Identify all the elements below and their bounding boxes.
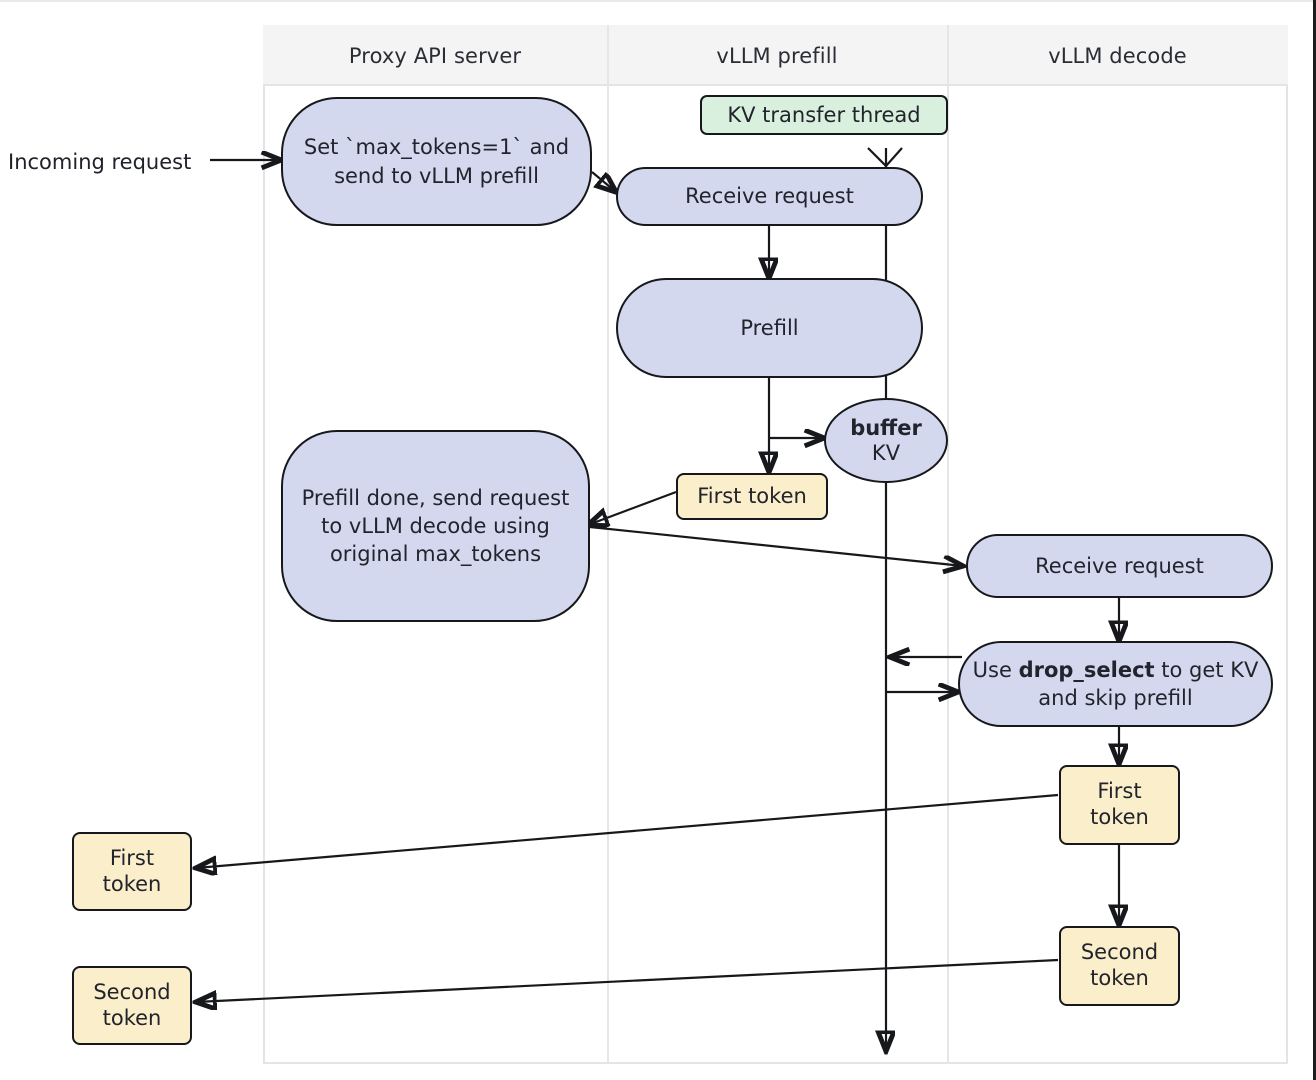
note-kv-transfer-thread: KV transfer thread [700,95,948,135]
node-prefill-receive-request[interactable]: Receive request [616,167,923,226]
node-prefill-done-send-to-decode[interactable]: Prefill done, send request to vLLM decod… [281,430,590,622]
node-output-first-token-line2: token [102,871,162,896]
drop-select-suffix: to get KV and skip prefill [1038,657,1259,710]
node-set-max-tokens[interactable]: Set `max_tokens=1` and send to vLLM pref… [281,97,592,226]
node-decode-first-token-line2: token [1090,805,1149,829]
lane-divider-2 [947,25,949,1064]
node-prefill-done-label: Prefill done, send request to vLLM decod… [301,485,570,567]
incoming-request-label: Incoming request [8,150,192,174]
node-decode-drop-select-label: Use drop_select to get KV and skip prefi… [960,656,1271,712]
drop-select-keyword: drop_select [1018,657,1155,682]
page-top-edge [0,0,1316,2]
lane-title-vllm-prefill: vLLM prefill [716,44,838,68]
node-decode-second-token-line2: token [1090,966,1149,990]
node-prefill[interactable]: Prefill [616,278,923,378]
note-kv-transfer-thread-label: KV transfer thread [727,102,921,127]
node-decode-second-token[interactable]: Second token [1059,926,1180,1006]
lane-divider-1 [607,25,609,1064]
node-decode-receive-request[interactable]: Receive request [966,534,1273,598]
node-output-second-token[interactable]: Second token [72,966,192,1045]
node-buffer-kv[interactable]: buffer KV [824,398,948,483]
node-buffer-kv-subtitle: KV [871,440,901,465]
node-prefill-receive-request-label: Receive request [685,184,854,209]
node-buffer-kv-title: buffer [850,416,922,441]
node-output-first-token[interactable]: First token [72,832,192,911]
drop-select-prefix: Use [972,657,1019,682]
node-decode-drop-select[interactable]: Use drop_select to get KV and skip prefi… [958,641,1273,727]
node-decode-first-token[interactable]: First token [1059,765,1180,845]
lane-title-proxy-api-server: Proxy API server [348,44,522,68]
node-prefill-first-token-label: First token [697,484,807,509]
node-decode-receive-request-label: Receive request [1035,553,1204,578]
node-set-max-tokens-label: Set `max_tokens=1` and send to vLLM pref… [303,135,570,188]
node-output-second-token-line1: Second [93,979,171,1004]
node-output-second-token-line2: token [102,1005,162,1030]
node-output-first-token-line1: First [109,845,155,870]
node-prefill-first-token[interactable]: First token [676,473,828,520]
node-decode-second-token-line1: Second [1080,940,1159,965]
node-prefill-label: Prefill [740,315,799,340]
node-decode-first-token-line1: First [1097,779,1142,804]
page-right-edge [1313,0,1316,1080]
lane-title-vllm-decode: vLLM decode [1048,44,1187,68]
swimlane-header-band [263,25,1288,86]
